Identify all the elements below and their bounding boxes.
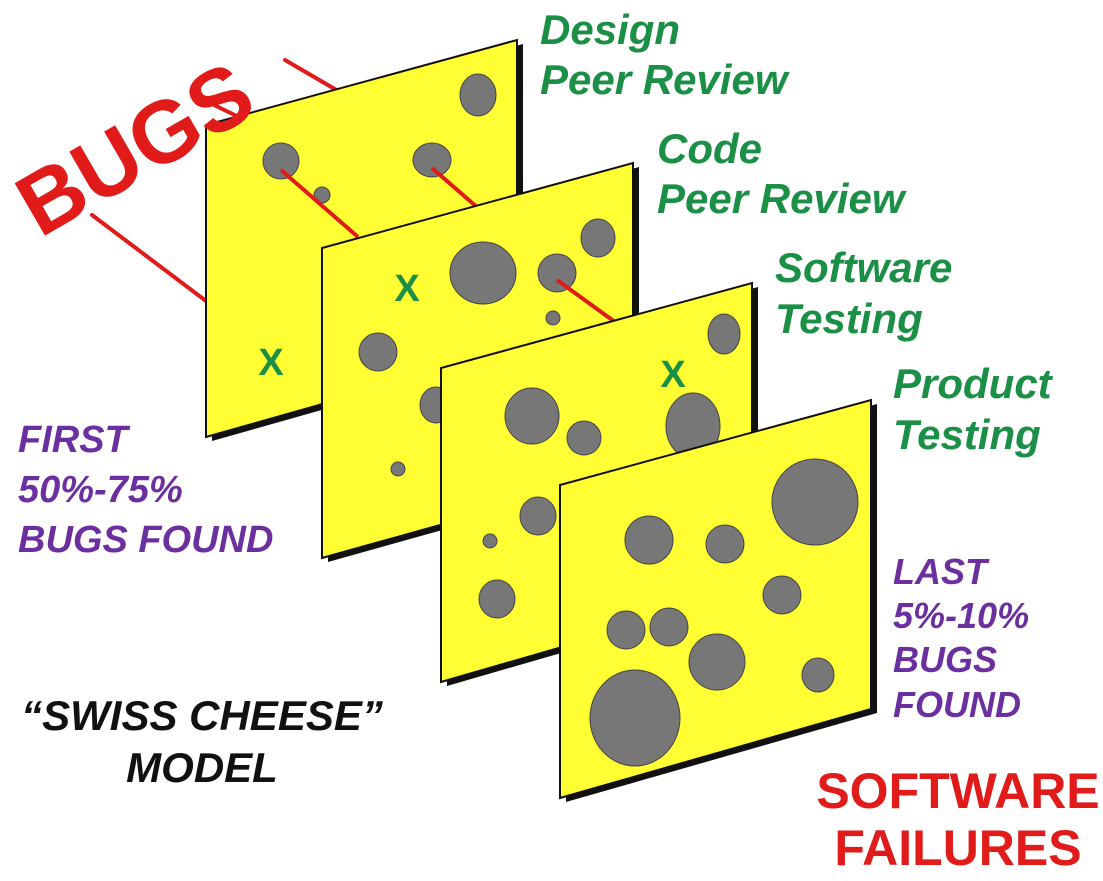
layer-label-line: Peer Review [657,175,907,222]
layer-label-line: Testing [893,411,1041,458]
cheese-hole [580,218,616,258]
blocked-x-mark: X [660,354,686,396]
slice-product-testing [559,398,877,802]
layer-label-line: Testing [775,295,923,342]
layer-label-line: Peer Review [540,56,790,103]
cheese-hole [449,241,517,305]
cheese-hole [801,657,835,693]
layer-label-design-peer-review: Design Peer Review [540,6,790,103]
layer-label-line: Product [893,360,1054,407]
software-failures-label: SOFTWARE FAILURES [816,763,1099,876]
layer-label-code-peer-review: Code Peer Review [657,125,907,222]
cheese-hole [412,142,452,178]
note-line: BUGS FOUND [18,519,273,561]
cheese-hole [688,633,746,691]
layer-label-product-testing: Product Testing [893,360,1054,458]
cheese-hole [606,610,646,650]
cheese-hole [262,142,300,180]
bug-line [279,168,360,239]
note-line: 50%-75% [18,469,183,511]
cheese-hole [482,533,498,549]
cheese-hole [358,332,398,372]
note-line: FIRST [18,419,131,461]
model-title-line: MODEL [126,744,278,791]
first-bugs-found-note: FIRST 50%-75% BUGS FOUND [18,419,273,561]
note-line: LAST [893,551,990,592]
blocked-x-mark: X [258,342,284,384]
cheese-hole [707,313,741,355]
cheese-hole [771,458,859,546]
cheese-hole [762,575,802,615]
model-title: “SWISS CHEESE” MODEL [21,692,383,791]
cheese-hole [624,515,674,565]
bug-line [90,213,212,306]
cheese-hole [537,253,577,293]
note-line: BUGS [893,639,997,680]
cheese-hole [566,420,602,456]
cheese-hole [390,461,406,477]
layer-label-software-testing: Software Testing [775,244,952,342]
note-line: FOUND [893,684,1021,725]
cheese-hole [478,579,516,619]
cheese-hole [589,669,681,767]
bug-line [555,278,617,324]
failures-line: FAILURES [834,820,1081,876]
cheese-hole [459,73,497,117]
blocked-x-mark: X [394,268,420,310]
last-bugs-found-note: LAST 5%-10% BUGS FOUND [893,551,1029,725]
cheese-hole [705,524,745,564]
cheese-hole [649,607,689,647]
cheese-hole [313,186,331,204]
cheese-hole [504,387,560,445]
layer-label-line: Code [657,125,762,172]
bug-line [430,166,480,210]
layer-label-line: Design [540,6,680,53]
model-title-line: “SWISS CHEESE” [21,692,383,739]
cheese-hole [519,496,557,536]
note-line: 5%-10% [893,595,1029,636]
layer-label-line: Software [775,244,952,291]
failures-line: SOFTWARE [816,763,1099,819]
cheese-hole [545,310,561,326]
